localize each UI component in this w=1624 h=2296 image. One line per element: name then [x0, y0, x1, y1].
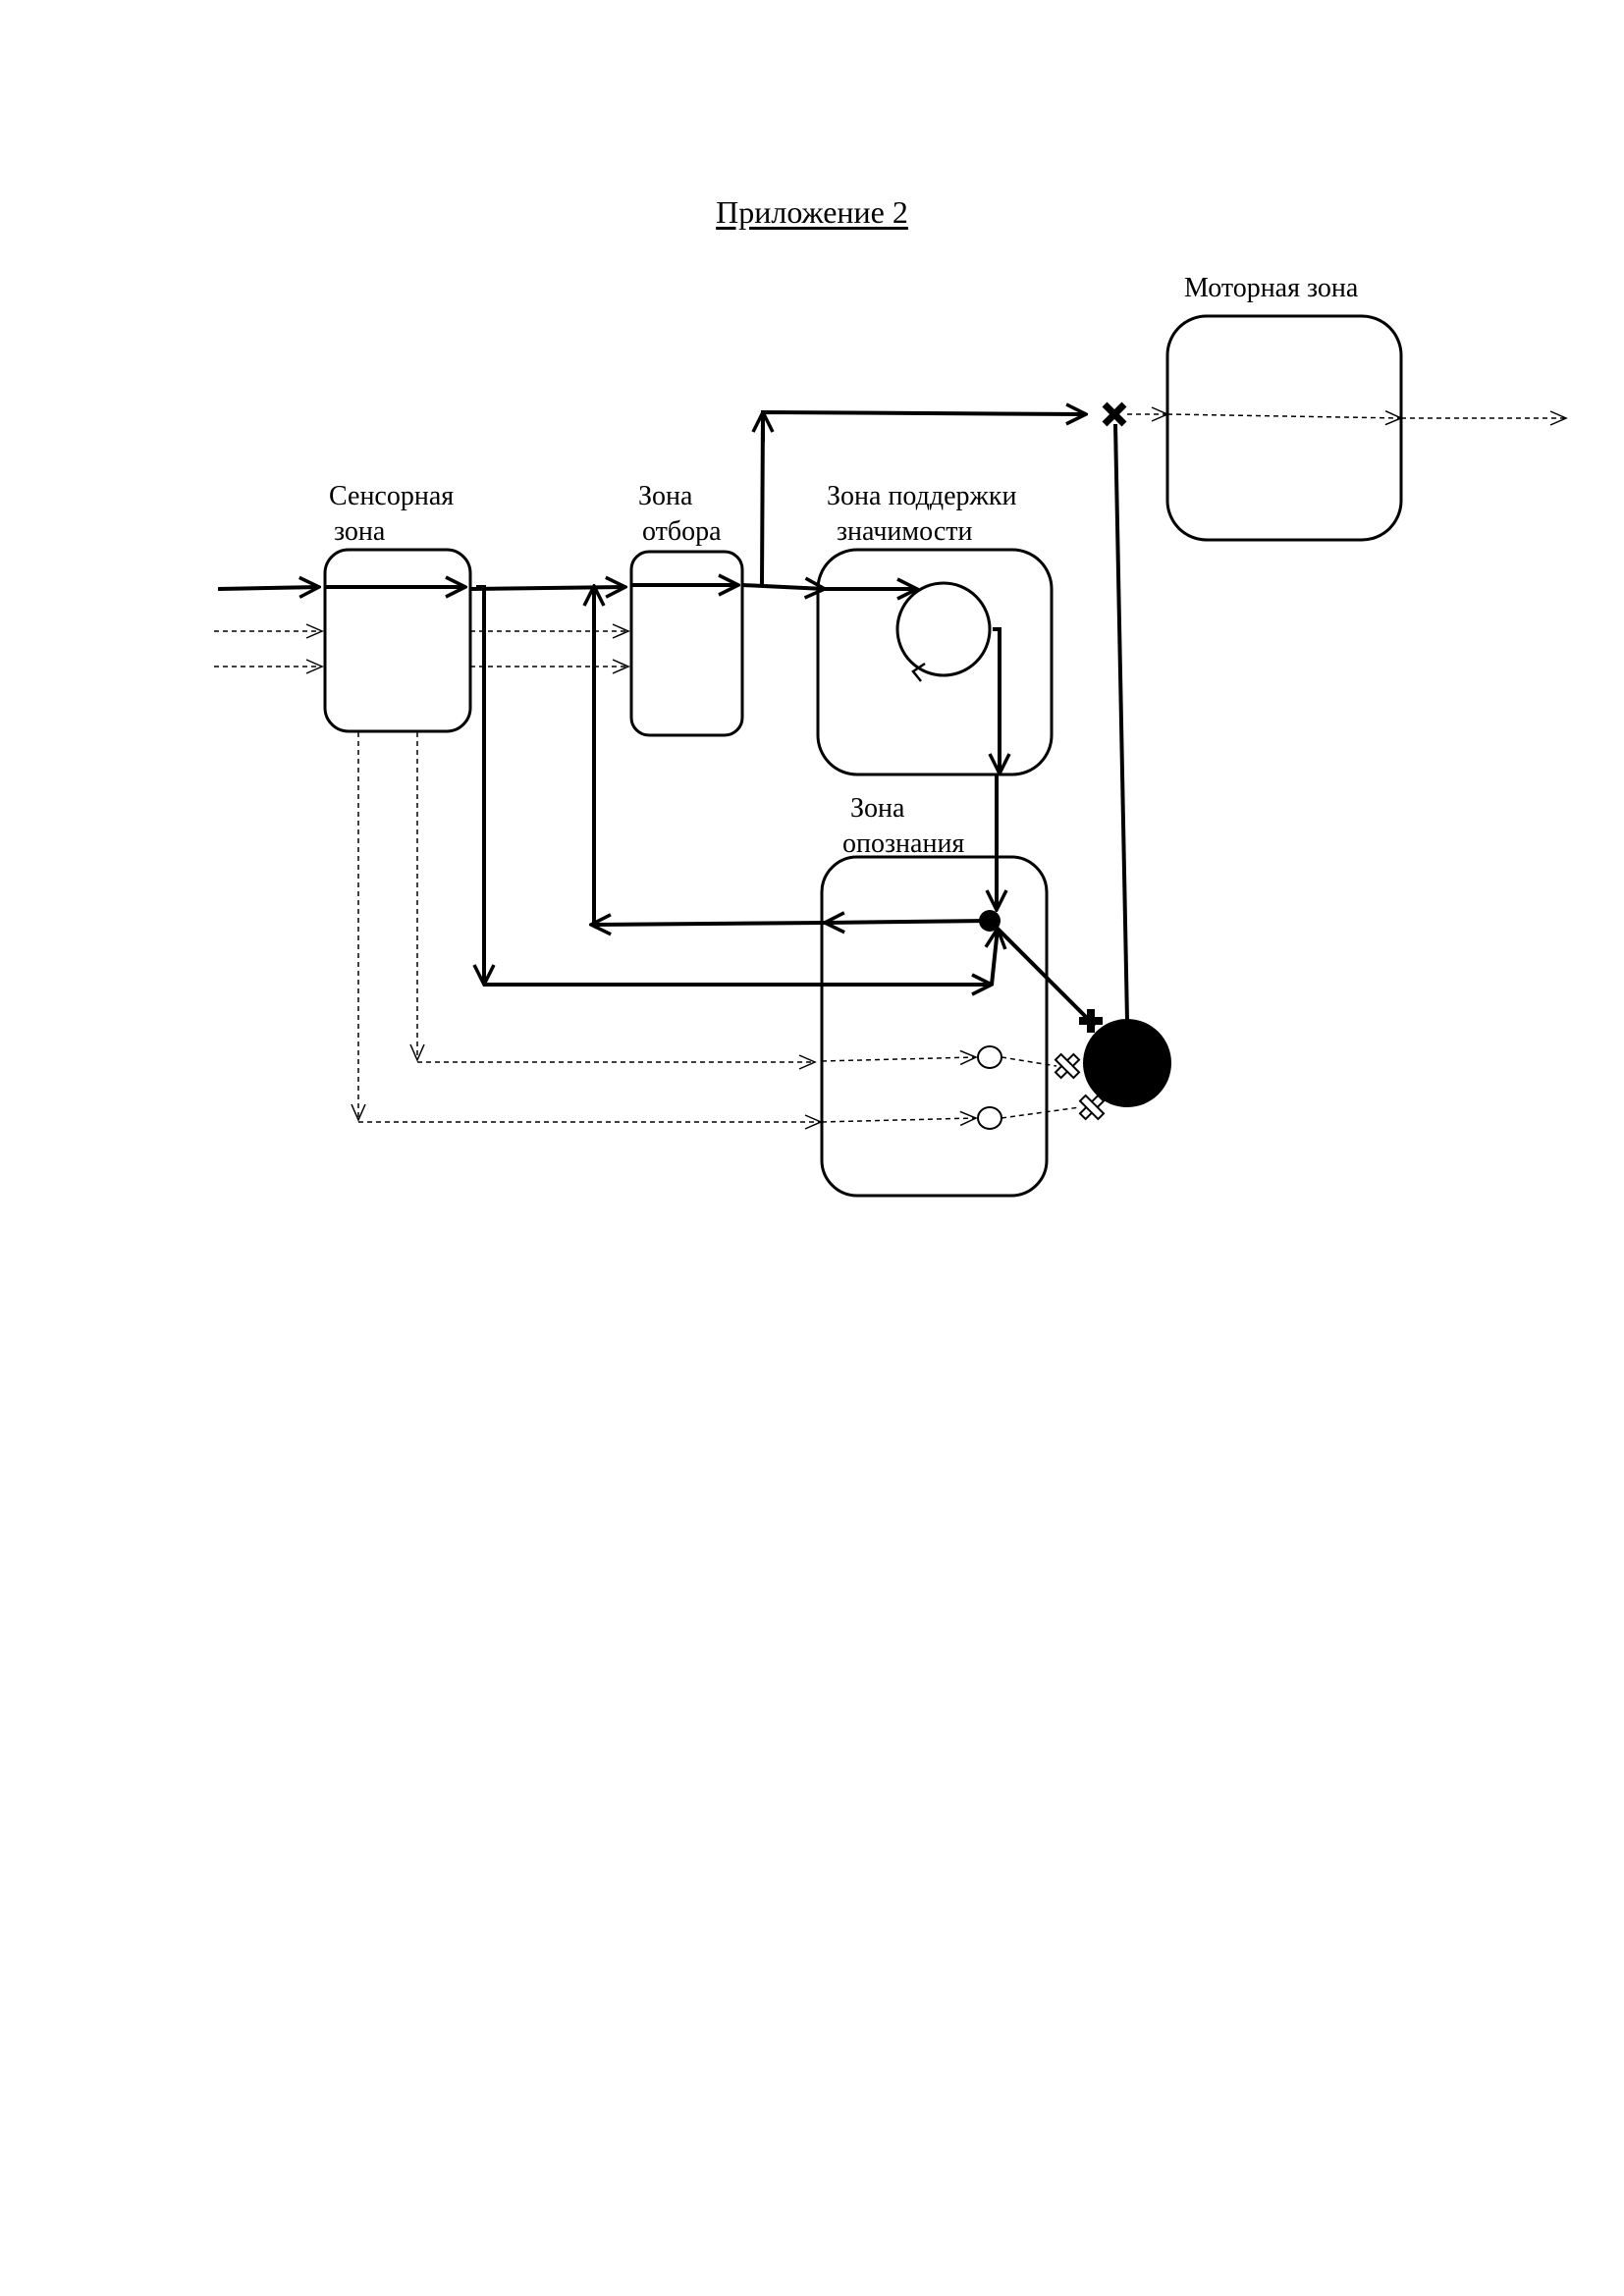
- sensory-to-recognition-path: [476, 585, 484, 985]
- recognition-zone-label-line1: Зона: [850, 793, 905, 824]
- recognition-output-arrow: [825, 921, 990, 923]
- recognition-diagonal-up: [992, 929, 998, 986]
- significance-zone-label-line2: значимости: [837, 516, 972, 547]
- dashed-node3-to-synapse: [1001, 1106, 1081, 1119]
- recognition-zone-box: [820, 855, 1049, 1198]
- selection-zone-label-line2: отбора: [642, 516, 722, 547]
- recognition-node-2: [977, 1045, 1002, 1069]
- significance-loop-arrowhead: [911, 662, 926, 682]
- inhibitory-synapse-cross-icon-2: [1078, 1094, 1106, 1121]
- recognition-zone-label-line2: опознания: [842, 828, 964, 859]
- feedback-horizontal-arrow: [591, 923, 826, 925]
- main-input-arrow: [217, 587, 319, 589]
- recognition-node-3: [977, 1106, 1002, 1130]
- selection-to-significance-arrow: [741, 585, 825, 589]
- sensory-zone-box: [323, 548, 472, 733]
- motor-zone-label: Моторная зона: [1184, 273, 1359, 303]
- inhibitory-synapse-cross-icon-1: [1054, 1052, 1081, 1080]
- significance-zone-label-line1: Зона поддержки: [827, 481, 1016, 511]
- excitatory-synapse-plus-icon: [1079, 1009, 1103, 1033]
- neuron-to-motor-gate-line: [1113, 423, 1129, 1022]
- active-node-to-neuron-line: [992, 923, 1097, 1028]
- motor-gate-cross-icon: [1102, 401, 1127, 427]
- page-title: Приложение 2: [716, 194, 908, 230]
- dashed-node2-to-synapse: [1001, 1056, 1057, 1067]
- motor-dashed-inner: [1166, 410, 1403, 426]
- significance-to-recognition-arrow: [993, 627, 1000, 774]
- sensory-zone-label-line2: зона: [334, 516, 386, 547]
- significance-loop-circle: [895, 581, 992, 677]
- selection-zone-box: [629, 550, 744, 737]
- motor-zone-box: [1165, 314, 1403, 542]
- sensory-to-selection-arrow: [469, 587, 625, 589]
- significance-zone-box: [816, 548, 1054, 776]
- sensory-zone-label-line1: Сенсорная: [329, 481, 454, 511]
- selection-zone-label-line1: Зона: [638, 481, 693, 511]
- dashed-recognition-inner-1: [821, 1049, 978, 1066]
- dashed-recognition-inner-2: [821, 1110, 978, 1127]
- inhibitory-neuron: [1083, 1019, 1171, 1107]
